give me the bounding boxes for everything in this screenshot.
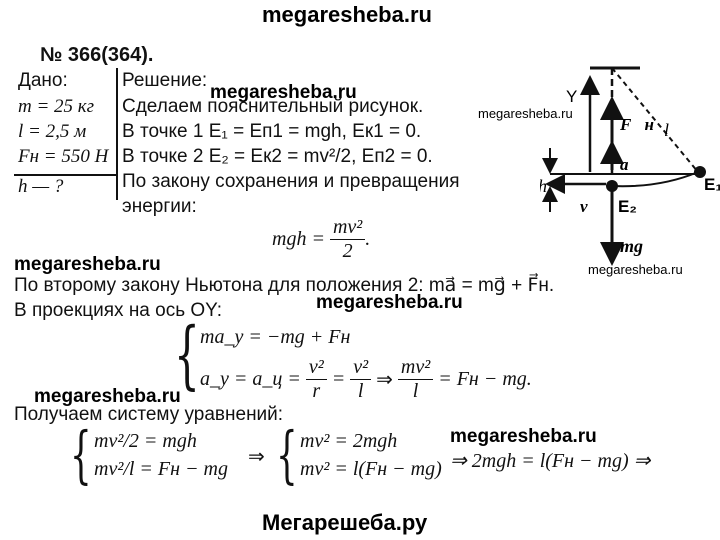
proj-eq2-right: = Fн − mg. [438,368,532,390]
solution-line: энергии: [122,196,197,217]
watermark: megaresheba.ru [316,292,463,313]
system1-brace: { [70,418,92,491]
label-e1: E₁ [704,175,720,194]
given-length: l = 2,5 м [18,121,87,142]
frac-num: v² [305,356,327,380]
energy-eq-num: mv² [329,216,366,240]
system2-brace: { [276,418,298,491]
label-acceleration: a⃗ [620,155,642,174]
newton-line: По второму закону Ньютона для положения … [14,275,555,296]
given-header: Дано: [18,70,68,91]
label-gravity: mg⃗ [620,236,657,256]
energy-eq-left: mgh = [272,228,325,250]
given-divider [116,68,118,200]
system1-eq-b: mv²/l = Fн − mg [94,458,229,480]
solution-header: Решение: [122,70,208,91]
proj-eq2-left: a_y = a_ц = [200,368,301,390]
given-mass: m = 25 кг [18,96,95,117]
label-y: Y [566,87,577,106]
ball-position-1 [694,166,706,178]
watermark: megaresheba.ru [450,426,597,447]
system2-eq-a: mv² = 2mgh [300,430,398,452]
frac-den: l [412,380,419,402]
trajectory-arc [611,171,699,188]
label-velocity: v⃗ [580,197,601,216]
system-line: Получаем систему уравнений: [14,404,284,425]
system2-eq-b: mv² = l(Fн − mg) [300,458,442,480]
system-implies: ⇒ [248,446,265,468]
frac-num: mv² [397,356,434,380]
proj-eq-sign: = [331,368,346,390]
solution-line: По закону сохранения и превращения [122,171,460,192]
system1-eq-a: mv²/2 = mgh [94,430,197,452]
energy-equation: mgh = mv² 2 . [272,216,371,263]
solution-line: В точке 2 E₂ = Eк2 = mv²/2, Eп2 = 0. [122,146,433,167]
projection-line: В проекциях на ось OY: [14,300,223,321]
label-h: h [540,176,547,196]
frac-den: l [357,380,364,402]
label-length: l [664,120,669,140]
find-value: h — ? [18,176,64,197]
given-tension: Fн = 550 Н [18,146,109,167]
solution-line: В точке 1 E₁ = Eп1 = mgh, Eк1 = 0. [122,121,422,142]
projection-eq1: ma_y = −mg + Fн [200,326,351,348]
frac-num: v² [350,356,372,380]
watermark: megaresheba.ru [14,254,161,275]
watermark-top: megaresheba.ru [262,2,432,27]
projection-brace: { [174,312,200,398]
energy-eq-fraction: mv² 2 [329,216,366,263]
problem-number: № 366(364). [40,44,154,66]
watermark: megaresheba.ru [478,106,573,121]
system-result: ⇒ 2mgh = l(Fн − mg) ⇒ [450,450,651,472]
label-e2: E₂ [618,197,637,216]
energy-eq-den: 2 [342,240,353,262]
solution-line: Сделаем пояснительный рисунок. [122,96,424,117]
pendulum-diagram: Y F⃗н l a⃗ E₁ E₂ h v⃗ mg⃗ [540,66,720,266]
proj-implies: ⇒ [376,369,393,391]
rope-angled [611,67,699,173]
label-tension: F⃗н [619,115,654,134]
watermark: megaresheba.ru [34,386,181,407]
watermark-bottom: Мегарешеба.ру [262,510,428,535]
watermark: megaresheba.ru [210,82,357,103]
frac-den: r [312,380,321,402]
ball-position-2 [606,180,618,192]
given-separator [14,174,116,176]
